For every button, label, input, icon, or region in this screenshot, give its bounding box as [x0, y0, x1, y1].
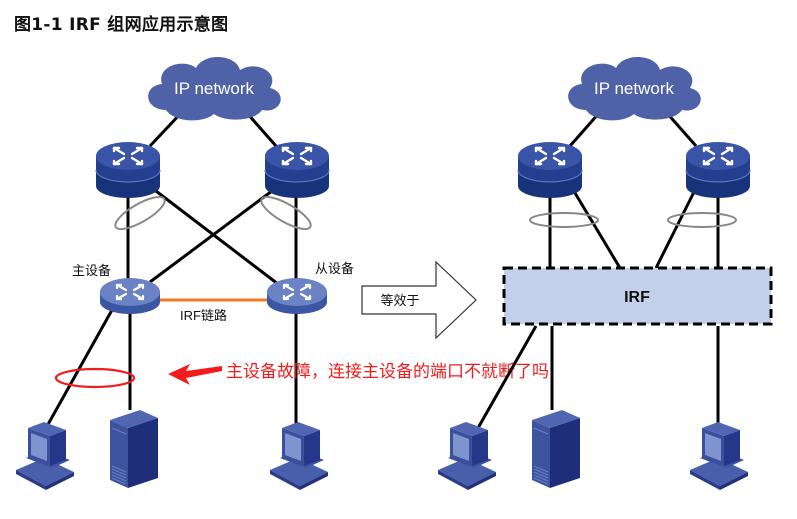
irf-virtual-device — [502, 266, 773, 326]
lag-ring-right — [260, 195, 312, 231]
cloud-label: IP network — [594, 79, 675, 98]
equivalent-arrow: 等效于 — [361, 260, 477, 340]
failure-ring — [54, 367, 136, 389]
link-routerL-slave — [151, 186, 279, 286]
left-topology: IP network 主设备 从设备 IRF链路 — [16, 56, 354, 490]
link-cloud-router-left — [568, 111, 602, 147]
figure-title: 图1-1 IRF 组网应用示意图 — [14, 15, 229, 35]
link-routerR-irf-cross — [654, 187, 698, 269]
link-cloud-router-right — [664, 111, 698, 147]
annotation-text: 主设备故障，连接主设备的端口不就断了吗 — [226, 362, 549, 382]
server-icon — [531, 409, 581, 489]
pc-icon — [438, 422, 496, 490]
server-icon — [109, 409, 159, 489]
lag-ring-left — [529, 212, 599, 228]
lag-ring-left — [114, 195, 166, 231]
core-router-icon — [516, 140, 584, 200]
right-links — [476, 111, 720, 429]
pc-icon — [16, 422, 74, 490]
lag-ring-right — [667, 212, 737, 228]
annotation: 主设备故障，连接主设备的端口不就断了吗 — [168, 362, 549, 385]
link-routerL-irf-cross — [570, 187, 622, 269]
irf-link-label: IRF链路 — [180, 308, 227, 323]
link-irf-pc — [476, 325, 538, 429]
right-topology: IP network IRF — [438, 56, 773, 490]
link-routerR-master — [149, 186, 277, 284]
core-router-icon — [684, 140, 752, 200]
pc-icon — [270, 422, 328, 490]
left-links — [44, 110, 298, 429]
pc-icon — [690, 422, 748, 490]
red-arrow-icon — [168, 364, 222, 385]
equivalent-label: 等效于 — [380, 293, 419, 309]
block-arrow-icon — [361, 260, 477, 340]
slave-label: 从设备 — [315, 261, 354, 277]
master-switch-icon — [98, 276, 162, 316]
core-router-icon — [94, 140, 162, 200]
slave-switch-icon — [265, 276, 329, 316]
link-cloud-router-right — [244, 111, 278, 147]
cloud-label: IP network — [174, 79, 255, 98]
master-label: 主设备 — [72, 263, 111, 279]
irf-box-label: IRF — [624, 289, 650, 306]
core-router-icon — [263, 140, 331, 200]
